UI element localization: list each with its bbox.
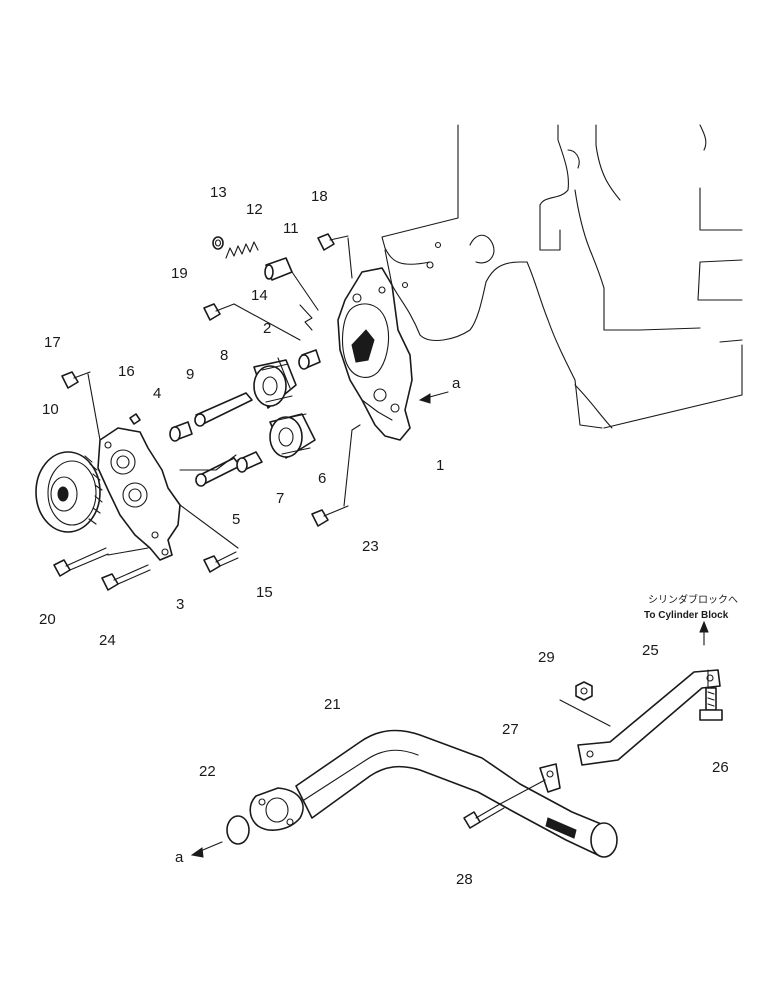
callout-23: 23	[362, 538, 379, 555]
pin-16	[129, 413, 141, 425]
callout-29: 29	[538, 649, 555, 666]
callout-27: 27	[502, 721, 519, 738]
callout-7: 7	[276, 490, 284, 507]
suction-pipe	[249, 729, 618, 858]
bolt-23	[311, 505, 349, 527]
callout-14: 14	[251, 287, 268, 304]
oil-pump-body	[337, 267, 413, 441]
callout-11: 11	[283, 220, 299, 237]
callout-4: 4	[153, 385, 161, 402]
callout-15: 15	[256, 584, 273, 601]
alignment-lines	[87, 237, 709, 805]
callout-5: 5	[232, 511, 240, 528]
callout-25: 25	[642, 642, 659, 659]
callout-22: 22	[199, 763, 216, 780]
callout-labels: 1 2 3 4 5 6 7 8 9 10 11 12 13 14 15 16 1…	[39, 184, 729, 888]
gear-8	[253, 357, 297, 409]
callout-2: 2	[263, 320, 271, 337]
bushing-7	[236, 451, 263, 473]
cylinder-block	[381, 124, 743, 429]
callout-6: 6	[318, 470, 326, 487]
ref-a-lower: a	[175, 849, 184, 866]
ref-a-upper: a	[452, 375, 461, 392]
bushing-4	[169, 421, 193, 442]
callout-13: 13	[210, 184, 227, 201]
o-ring-22	[226, 815, 250, 845]
callout-20: 20	[39, 611, 56, 628]
callout-24: 24	[99, 632, 116, 649]
bushing-2	[298, 349, 321, 370]
pump-cover	[97, 427, 181, 561]
bracket-25	[577, 669, 721, 766]
reference-arrows	[190, 391, 709, 858]
callout-28: 28	[456, 871, 473, 888]
shaft-5	[195, 457, 241, 487]
callout-3: 3	[176, 596, 184, 613]
bolt-24	[101, 564, 151, 591]
cylinder-block-note: シリンダブロックへ To Cylinder Block	[644, 593, 738, 621]
bolt-19	[203, 303, 235, 321]
callout-18: 18	[311, 188, 328, 205]
callout-17: 17	[44, 334, 61, 351]
bolt-18	[317, 233, 349, 251]
bolt-17	[61, 371, 91, 389]
callout-1: 1	[436, 457, 444, 474]
note-japanese: シリンダブロックへ	[648, 593, 738, 606]
callout-8: 8	[220, 347, 228, 364]
spring-12	[225, 241, 259, 259]
callout-16: 16	[118, 363, 135, 380]
bolt-20	[53, 547, 109, 577]
pin-14	[299, 304, 313, 331]
bolt-28	[463, 803, 505, 829]
callout-26: 26	[712, 759, 729, 776]
note-english: To Cylinder Block	[644, 610, 729, 621]
bolt-26	[699, 687, 723, 721]
nut-29	[575, 681, 593, 701]
plug-13	[212, 236, 224, 250]
callout-19: 19	[171, 265, 188, 282]
callout-9: 9	[186, 366, 194, 383]
callout-12: 12	[246, 201, 263, 218]
gear-6	[269, 413, 316, 459]
drive-gear	[35, 451, 103, 533]
relief-valve-11	[264, 257, 293, 281]
shaft-9	[194, 392, 253, 427]
callout-10: 10	[42, 401, 59, 418]
bolt-15	[203, 551, 239, 573]
callout-21: 21	[324, 696, 341, 713]
